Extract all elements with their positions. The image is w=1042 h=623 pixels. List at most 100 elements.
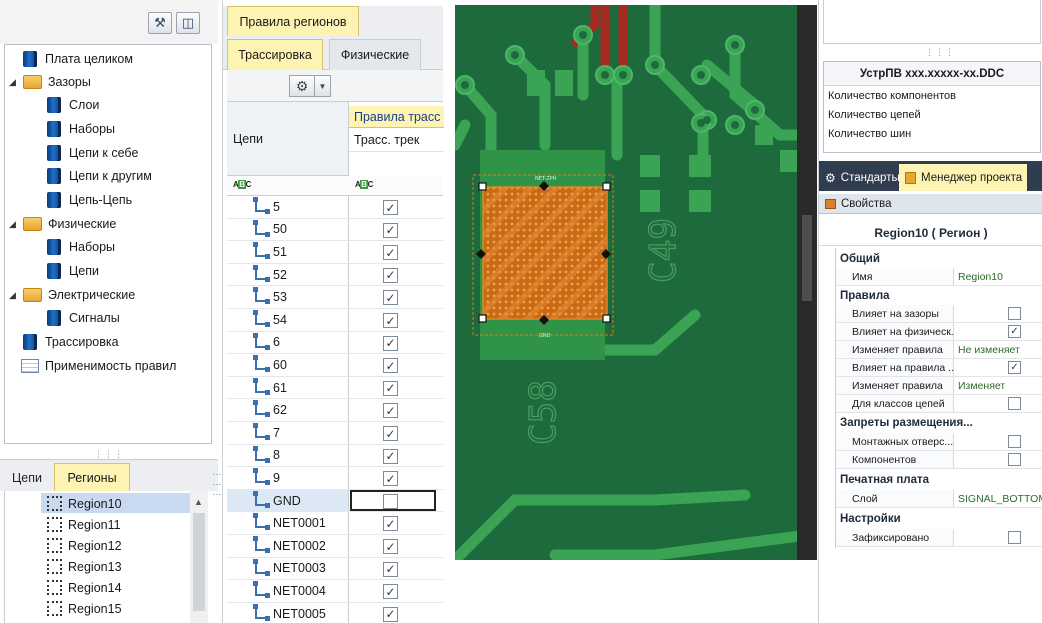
property-mounting-holes[interactable]: Монтажных отверс... [836, 433, 1042, 451]
table-row[interactable]: 52✓ [227, 263, 443, 287]
table-row[interactable]: 60✓ [227, 354, 443, 377]
region-list-scrollbar[interactable]: ▲ [190, 491, 208, 623]
selection-handles[interactable] [478, 182, 611, 323]
property-checkbox[interactable] [1008, 531, 1021, 544]
tab-region-rules[interactable]: Правила регионов [227, 6, 359, 36]
table-row[interactable]: NET0002✓ [227, 535, 443, 558]
settings-gear-icon[interactable]: ⚙ [289, 75, 315, 97]
category-settings[interactable]: Настройки [840, 513, 901, 525]
track-checkbox[interactable]: ✓ [383, 471, 398, 487]
list-item-region13[interactable]: Region13 [47, 556, 122, 577]
tab-physical[interactable]: Физические [329, 39, 421, 70]
track-checkbox[interactable] [383, 493, 398, 509]
property-checkbox[interactable]: ✓ [1008, 325, 1021, 338]
tree-item-board[interactable]: Плата целиком [23, 48, 133, 70]
property-modifies-rules-2[interactable]: Изменяет правила Изменяет [836, 377, 1042, 395]
vertical-splitter-handle[interactable]: ⋮⋮⋮ [212, 470, 222, 500]
edge-handles[interactable] [476, 181, 611, 325]
table-row-selected[interactable]: GND [227, 489, 443, 513]
category-placement-bans[interactable]: Запреты размещения... [840, 417, 973, 429]
track-checkbox[interactable]: ✓ [383, 222, 398, 238]
property-affects-clearances[interactable]: Влияет на зазоры [836, 305, 1042, 323]
table-row[interactable]: 54✓ [227, 309, 443, 332]
property-value[interactable]: Region10 [958, 270, 1003, 283]
property-modifies-rules-1[interactable]: Изменяет правила Не изменяет [836, 341, 1042, 359]
table-row[interactable]: NET0003✓ [227, 557, 443, 581]
expand-arrow-icon[interactable]: ◢ [9, 289, 16, 300]
track-checkbox[interactable]: ✓ [383, 380, 398, 396]
track-checkbox[interactable]: ✓ [383, 358, 398, 374]
tree-item-physical-sets[interactable]: Наборы [47, 236, 115, 258]
abc-filter-icon[interactable]: ABC [355, 180, 373, 189]
tree-item-nets-to-self[interactable]: Цепи к себе [47, 142, 138, 164]
property-value[interactable]: Изменяет [958, 379, 1006, 392]
list-item-region11[interactable]: Region11 [47, 514, 121, 535]
list-item-region12[interactable]: Region12 [47, 535, 122, 556]
track-checkbox[interactable]: ✓ [383, 584, 398, 600]
property-name[interactable]: Имя Region10 [836, 268, 1042, 286]
track-checkbox[interactable]: ✓ [383, 290, 398, 306]
track-checkbox[interactable]: ✓ [383, 200, 398, 215]
property-checkbox[interactable] [1008, 397, 1021, 410]
property-value[interactable]: SIGNAL_BOTTOM [958, 492, 1042, 505]
track-checkbox[interactable]: ✓ [383, 448, 398, 464]
track-checkbox[interactable]: ✓ [383, 516, 398, 532]
property-fixed[interactable]: Зафиксировано [836, 529, 1042, 547]
tree-item-physical[interactable]: ◢ Физические [9, 217, 117, 231]
table-row[interactable]: 9✓ [227, 467, 443, 490]
property-components[interactable]: Компонентов [836, 451, 1042, 469]
track-checkbox[interactable]: ✓ [383, 539, 398, 554]
table-row[interactable]: 8✓ [227, 444, 443, 468]
table-row[interactable]: NET0001✓ [227, 512, 443, 535]
column-header-track[interactable]: Трасс. трек [349, 128, 444, 152]
tools-icon[interactable]: ⚒ [148, 12, 172, 34]
column-header-nets[interactable]: Цепи [227, 102, 349, 176]
track-checkbox[interactable]: ✓ [383, 561, 398, 577]
track-checkbox[interactable]: ✓ [383, 245, 398, 261]
tree-item-physical-nets[interactable]: Цепи [47, 260, 99, 282]
track-checkbox[interactable]: ✓ [383, 267, 398, 283]
list-item-region10[interactable]: Region10 [47, 493, 122, 514]
property-value[interactable]: Не изменяет [958, 343, 1020, 356]
tree-item-routing[interactable]: Трассировка [23, 331, 119, 353]
category-rules[interactable]: Правила [840, 290, 890, 302]
tab-regions[interactable]: Регионы [54, 463, 130, 492]
property-net-classes[interactable]: Для классов цепей [836, 395, 1042, 413]
expand-arrow-icon[interactable]: ◢ [9, 76, 16, 87]
chevron-down-icon[interactable]: ▼ [315, 75, 331, 97]
table-row[interactable]: 51✓ [227, 241, 443, 264]
track-checkbox[interactable]: ✓ [383, 335, 398, 351]
splitter-handle[interactable]: ⋮⋮⋮ [94, 449, 124, 459]
table-row[interactable]: NET0005✓ [227, 602, 443, 623]
scrollbar-thumb[interactable] [193, 513, 205, 611]
category-pcb[interactable]: Печатная плата [840, 474, 930, 486]
scrollbar-thumb[interactable] [802, 215, 812, 301]
property-checkbox[interactable]: ✓ [1008, 361, 1021, 374]
scroll-up-icon[interactable]: ▲ [194, 497, 203, 507]
tree-item-nets-to-others[interactable]: Цепи к другим [47, 165, 152, 187]
expand-arrow-icon[interactable]: ◢ [9, 218, 16, 229]
tab-nets[interactable]: Цепи [12, 470, 42, 485]
property-checkbox[interactable] [1008, 435, 1021, 448]
tree-item-rule-applicability[interactable]: Применимость правил [21, 355, 176, 377]
pcb-vertical-scrollbar[interactable] [797, 5, 817, 560]
splitter-handle[interactable]: ⋮⋮⋮ [925, 47, 955, 57]
list-item-region14[interactable]: Region14 [47, 577, 122, 598]
property-checkbox[interactable] [1008, 307, 1021, 320]
tree-item-electrical[interactable]: ◢ Электрические [9, 288, 136, 302]
property-layer[interactable]: Слой SIGNAL_BOTTOM [836, 490, 1042, 508]
track-checkbox[interactable]: ✓ [383, 606, 398, 622]
property-checkbox[interactable] [1008, 453, 1021, 466]
table-row[interactable]: 6✓ [227, 331, 443, 355]
tree-item-signals[interactable]: Сигналы [47, 307, 120, 329]
tree-item-clearances[interactable]: ◢ Зазоры [9, 75, 91, 89]
list-item-region15[interactable]: Region15 [47, 598, 122, 619]
tree-item-net-net[interactable]: Цепь-Цепь [47, 189, 132, 211]
table-row[interactable]: 5✓ [227, 196, 443, 219]
track-checkbox[interactable]: ✓ [383, 313, 398, 328]
tab-project-manager[interactable]: Менеджер проекта [899, 164, 1027, 191]
table-row[interactable]: 62✓ [227, 399, 443, 422]
property-affects-physical[interactable]: Влияет на физическ... ✓ [836, 323, 1042, 341]
property-affects-rules[interactable]: Влияет на правила ... ✓ [836, 359, 1042, 377]
table-row[interactable]: 50✓ [227, 218, 443, 242]
